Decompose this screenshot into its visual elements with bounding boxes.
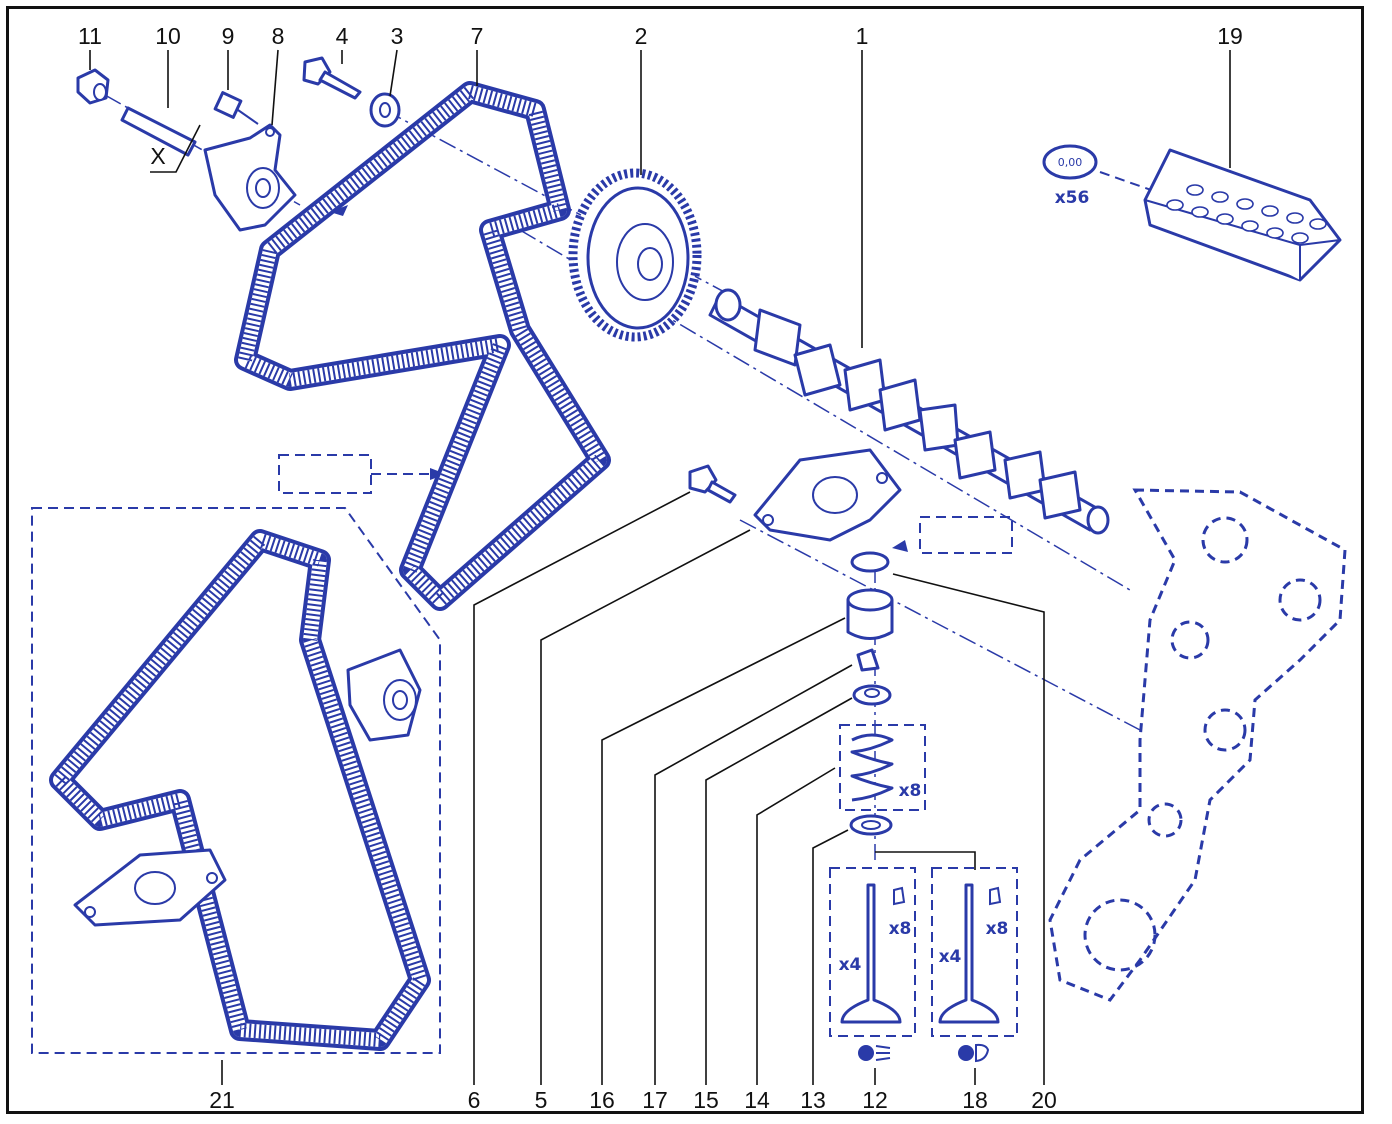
callout-17: 17: [642, 1087, 668, 1113]
sprocket-bolt: [302, 56, 362, 100]
callout-12: 12: [862, 1087, 888, 1113]
cam-lobe: [953, 430, 997, 480]
cam-lobe: [1003, 450, 1047, 500]
callout-21: 21: [209, 1087, 235, 1113]
tensioner-roller: [203, 123, 297, 232]
callout-14: 14: [744, 1087, 770, 1113]
callout-6: 6: [468, 1087, 481, 1113]
cam-lobe: [793, 343, 842, 397]
inlet-valve: [840, 883, 902, 1024]
spring-box: [839, 724, 926, 811]
inlet-collet-quantity: x8: [889, 919, 912, 939]
spring-quantity: x8: [899, 781, 922, 801]
shim-sample: [1042, 144, 1098, 180]
cam-lobe: [1038, 470, 1082, 520]
axis-marker: X: [150, 143, 165, 169]
exhaust-collet-icon: [989, 886, 1002, 906]
valve-spring: [850, 733, 894, 802]
inlet-valve-group: x8 x4: [829, 867, 916, 1061]
spring-retainer: [852, 684, 892, 706]
exhaust-symbol-icon: [958, 1043, 990, 1063]
kit-idler-plate: [73, 848, 227, 927]
exhaust-valve-quantity: x4: [939, 947, 962, 967]
shim-reference-box: [919, 516, 1013, 554]
callout-9: 9: [222, 23, 235, 49]
callout-19: 19: [1217, 23, 1243, 49]
kit-reference-box: [278, 454, 372, 494]
tensioner-bolt: [213, 91, 259, 125]
callout-13: 13: [800, 1087, 826, 1113]
belt-direction-arrow-icon: [330, 205, 348, 216]
callout-18: 18: [962, 1087, 988, 1113]
callout-numbers: 11 10 9 8 4 3 7 2 1 19 21 6 5 16 17 15 1…: [78, 23, 1243, 1113]
spring-seat: [849, 814, 893, 836]
callout-5: 5: [535, 1087, 548, 1113]
tappet: [846, 588, 894, 640]
shim-arrow-icon: [892, 540, 908, 552]
timing-belt: [234, 81, 611, 611]
cam-lobe: [918, 403, 960, 452]
shim-marking: 0,00: [1058, 156, 1083, 169]
inlet-symbol-icon: [858, 1045, 891, 1061]
tensioner-stud: X: [120, 106, 201, 173]
callout-15: 15: [693, 1087, 719, 1113]
shim-quantity: x56: [1055, 188, 1090, 208]
timing-kit-group: [31, 454, 446, 1054]
exhaust-collet-quantity: x8: [986, 919, 1009, 939]
callout-10: 10: [155, 23, 181, 49]
idler-plate: [753, 448, 902, 542]
sprocket-washer: [369, 92, 401, 128]
callout-4: 4: [336, 23, 349, 49]
callout-8: 8: [272, 23, 285, 49]
inlet-collet-icon: [893, 886, 906, 906]
exhaust-valve-group: x8 x4: [931, 867, 1018, 1063]
kit-belt: [49, 529, 431, 1051]
kit-tensioner-roller: [346, 648, 422, 742]
cam-lobe: [843, 358, 887, 412]
idler-bolt: [688, 464, 737, 504]
camshaft: [708, 288, 1110, 535]
shim-kit: 0,00 x56: [1042, 144, 1342, 282]
cam-journal: [753, 308, 802, 367]
callout-7: 7: [471, 23, 484, 49]
callout-3: 3: [391, 23, 404, 49]
valve-shim: [850, 551, 890, 573]
callout-2: 2: [635, 23, 648, 49]
shim-slots: [1166, 184, 1327, 244]
cylinder-head-outline: [1048, 488, 1347, 1002]
inlet-valve-box: [829, 867, 916, 1037]
tensioner-nut: [76, 68, 110, 105]
callout-16: 16: [589, 1087, 615, 1113]
callout-20: 20: [1031, 1087, 1057, 1113]
callout-11: 11: [78, 23, 102, 49]
camshaft-sprocket: [568, 168, 702, 342]
leader-lines: [89, 49, 1231, 1085]
valve-collets: [856, 648, 880, 672]
exhaust-valve: [938, 883, 1000, 1024]
callout-1: 1: [856, 23, 869, 49]
exhaust-valve-box: [931, 867, 1018, 1037]
valve-spring-group: x8: [839, 724, 926, 811]
cam-lobe: [878, 378, 922, 432]
inlet-valve-quantity: x4: [839, 955, 862, 975]
